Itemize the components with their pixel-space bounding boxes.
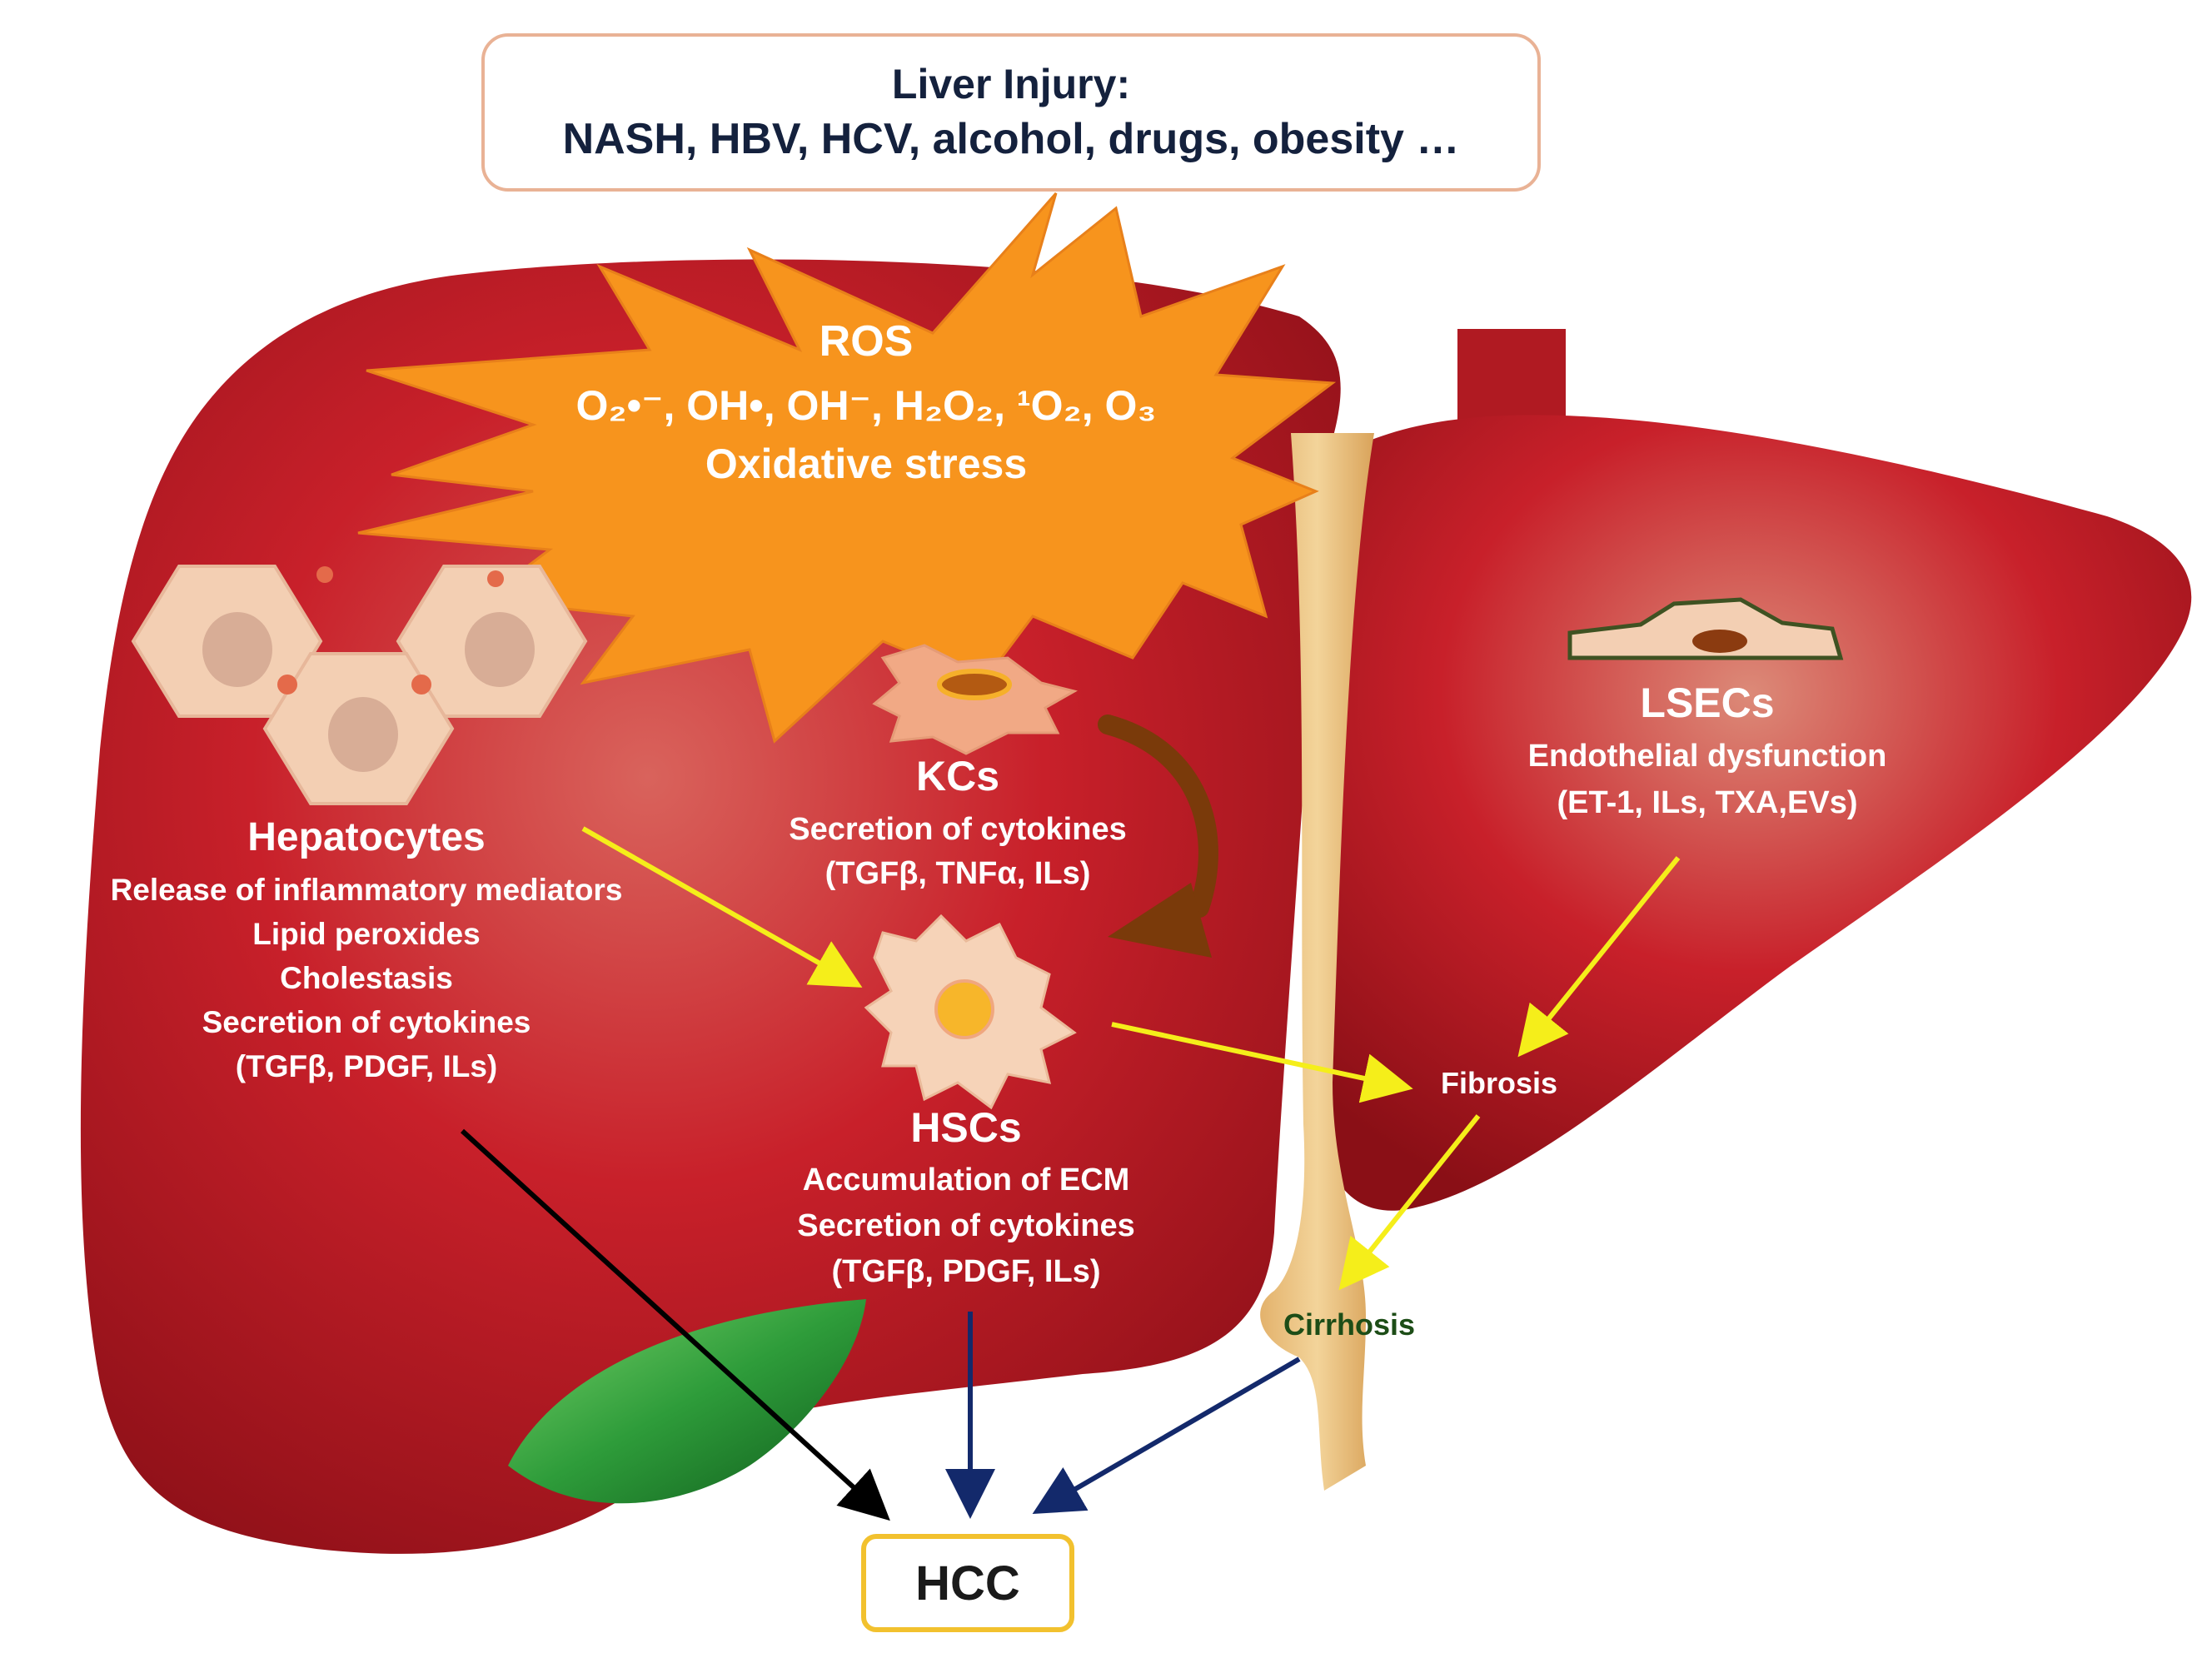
hscs-line: Secretion of cytokines	[797, 1208, 1135, 1243]
lsecs-line: Endothelial dysfunction	[1527, 739, 1887, 774]
hscs-title: HSCs	[910, 1104, 1022, 1151]
liver-injury-causes: NASH, HBV, HCV, alcohol, drugs, obesity …	[562, 115, 1460, 163]
hcc-label: HCC	[915, 1556, 1020, 1611]
lsec-to-fibrosis-arrow	[1517, 856, 1681, 1058]
hscs-details: Accumulation of ECM Secretion of cytokin…	[733, 1158, 1199, 1295]
vena-cava	[1457, 329, 1566, 433]
hepatocytes-line: Cholestasis	[280, 961, 453, 995]
hepatocytes-line: Secretion of cytokines	[202, 1005, 531, 1039]
lsecs-details: Endothelial dysfunction (ET-1, ILs, TXA,…	[1466, 733, 1949, 826]
ros-burst-shape	[357, 192, 1337, 744]
ros-title: ROS	[819, 317, 914, 366]
hsc-to-fibrosis-arrow	[1111, 1022, 1413, 1103]
hepatocytes-to-hcc-arrow	[460, 1128, 890, 1521]
liver-injury-box: Liver Injury: NASH, HBV, HCV, alcohol, d…	[481, 33, 1541, 192]
hscs-line: Accumulation of ECM	[802, 1163, 1130, 1197]
lsecs-line: (ET-1, ILs, TXA,EVs)	[1557, 785, 1858, 820]
ros-subtitle: Oxidative stress	[705, 441, 1028, 487]
hepatocytes-details: Release of inflammatory mediators Lipid …	[33, 868, 700, 1088]
hcc-box: HCC	[861, 1534, 1074, 1632]
kcs-title: KCs	[915, 753, 1000, 799]
kcs-line: Secretion of cytokines	[789, 812, 1127, 847]
cirrhosis-label: Cirrhosis	[1283, 1307, 1416, 1342]
lsec-cell	[1567, 597, 1844, 660]
kcs-line: (TGFβ, TNFα, ILs)	[825, 856, 1091, 891]
gallbladder	[508, 1299, 866, 1504]
bile-duct	[1260, 433, 1374, 1491]
fibrosis-label: Fibrosis	[1440, 1066, 1558, 1100]
hscs-line: (TGFβ, PDGF, ILs)	[831, 1254, 1101, 1289]
hepatocytes-cells	[131, 565, 588, 805]
hepatocytes-to-hsc-arrow	[581, 826, 863, 988]
hepatocytes-title: Hepatocytes	[247, 815, 486, 859]
ros-species: O₂•⁻, OH•, OH⁻, H₂O₂, ¹O₂, O₃	[575, 382, 1157, 429]
cirrhosis-to-hcc-arrow	[1032, 1357, 1301, 1515]
hepatocytes-line: Release of inflammatory mediators	[110, 873, 623, 907]
lsecs-title: LSECs	[1640, 680, 1775, 726]
hsc-cell	[864, 914, 1077, 1110]
kc-cell	[872, 644, 1078, 755]
fibrosis-to-cirrhosis-arrow	[1338, 1114, 1481, 1291]
hepatocytes-line: Lipid peroxides	[252, 917, 481, 951]
kc-to-hsc-arrow	[1098, 714, 1218, 958]
kcs-details: Secretion of cytokines (TGFβ, TNFα, ILs)	[725, 808, 1191, 896]
hepatocytes-line: (TGFβ, PDGF, ILs)	[235, 1049, 498, 1083]
liver-injury-title: Liver Injury:	[891, 61, 1131, 107]
